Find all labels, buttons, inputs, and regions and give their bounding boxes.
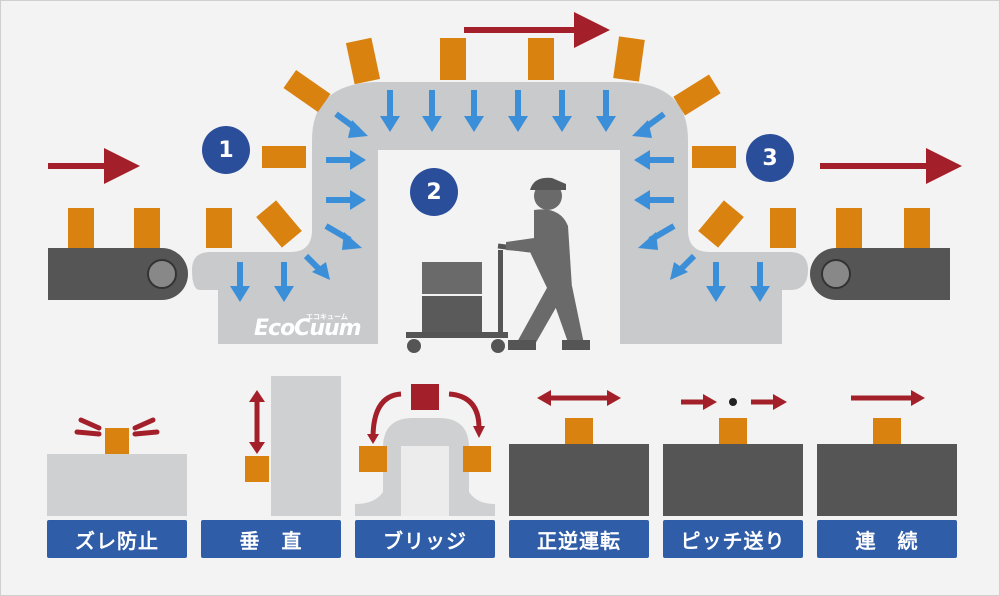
feature-label-vertical: 垂 直	[201, 520, 341, 558]
suction-right-side	[632, 111, 676, 250]
suction-bottom-left	[230, 253, 330, 302]
brand-logo: エコキューム EcoCuum	[254, 312, 362, 344]
step-3-circle: 3	[746, 134, 794, 182]
panel-4-drawing	[509, 390, 649, 516]
panel-5-drawing	[663, 394, 803, 516]
feature-label-bridge: ブリッジ	[355, 520, 495, 558]
step-2-circle: 2	[410, 168, 458, 216]
right-belt-conveyor	[810, 248, 950, 300]
workpieces	[68, 36, 930, 248]
feature-label-reversible: 正逆運転	[509, 520, 649, 558]
vacuum-arch-conveyor	[192, 82, 808, 344]
panel-2-drawing	[245, 376, 341, 516]
feature-label-pitch-feed: ピッチ送り	[663, 520, 803, 558]
panel-3-drawing	[355, 384, 495, 516]
suction-top	[380, 90, 616, 132]
feature-label-anti-slip: ズレ防止	[47, 520, 187, 558]
brand-name: EcoCuum	[254, 316, 362, 341]
step-1-circle: 1	[202, 126, 250, 174]
suction-arrows	[230, 90, 770, 302]
suction-left-side	[324, 111, 368, 250]
panel-1-drawing	[47, 417, 187, 516]
left-belt-conveyor	[48, 248, 188, 300]
panel-6-drawing	[817, 390, 957, 516]
worker-with-cart	[406, 177, 590, 353]
brand-kana: エコキューム	[306, 313, 348, 321]
suction-bottom-right	[670, 253, 770, 302]
feature-label-continuous: 連 続	[817, 520, 957, 558]
